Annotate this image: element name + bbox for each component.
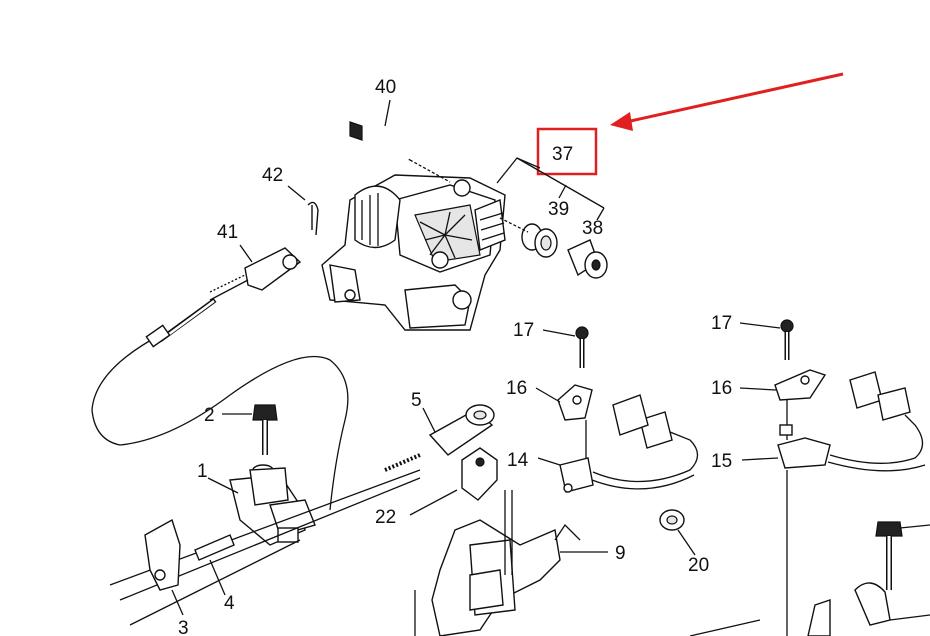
label-42: 42 [262, 165, 283, 186]
switch-14 [559, 394, 699, 493]
plate-16b [774, 369, 827, 401]
bracket-lower-right [689, 599, 831, 636]
clip-3 [144, 518, 181, 591]
cotter-pin-42 [307, 201, 319, 236]
highlight-box [536, 127, 598, 176]
label-16a: 16 [506, 378, 527, 399]
bolt-2 [252, 404, 278, 476]
label-39: 39 [548, 199, 569, 220]
label-4: 4 [224, 593, 235, 614]
bolt-lower-right [854, 521, 930, 626]
screw-17a [575, 326, 589, 368]
group-bracket [496, 157, 605, 221]
label-41: 41 [217, 222, 238, 243]
label-1: 1 [197, 461, 208, 482]
label-17b: 17 [711, 313, 732, 334]
label-38: 38 [582, 218, 603, 239]
clip-20 [659, 509, 685, 531]
collar-38 [567, 239, 608, 279]
bracket-1 [229, 467, 316, 546]
label-9: 9 [615, 543, 626, 564]
pin-4 [194, 534, 235, 561]
label-15: 15 [711, 451, 732, 472]
cable-loop [91, 297, 349, 511]
housing-assembly [321, 174, 506, 331]
label-16b: 16 [711, 378, 732, 399]
bolt-40 [349, 121, 451, 183]
label-14: 14 [507, 450, 529, 471]
part-labels: 40 42 41 37 39 38 17 16 14 17 16 15 5 2 … [178, 77, 732, 636]
holder-22 [461, 447, 498, 501]
label-5: 5 [411, 390, 422, 411]
plate-16a [557, 384, 593, 421]
bushing-39 [521, 223, 558, 258]
label-3: 3 [178, 618, 189, 636]
label-20: 20 [688, 555, 709, 576]
label-22: 22 [375, 507, 396, 528]
label-17a: 17 [513, 320, 534, 341]
label-2: 2 [204, 405, 215, 426]
switch-15 [777, 371, 926, 636]
label-40: 40 [375, 77, 396, 98]
label-37: 37 [552, 144, 573, 165]
screw-17b [780, 319, 794, 360]
cable-end-5 [428, 404, 495, 456]
lever-housing-9 [414, 490, 581, 636]
highlight-arrow [610, 72, 844, 131]
cable-end-41 [209, 247, 302, 301]
